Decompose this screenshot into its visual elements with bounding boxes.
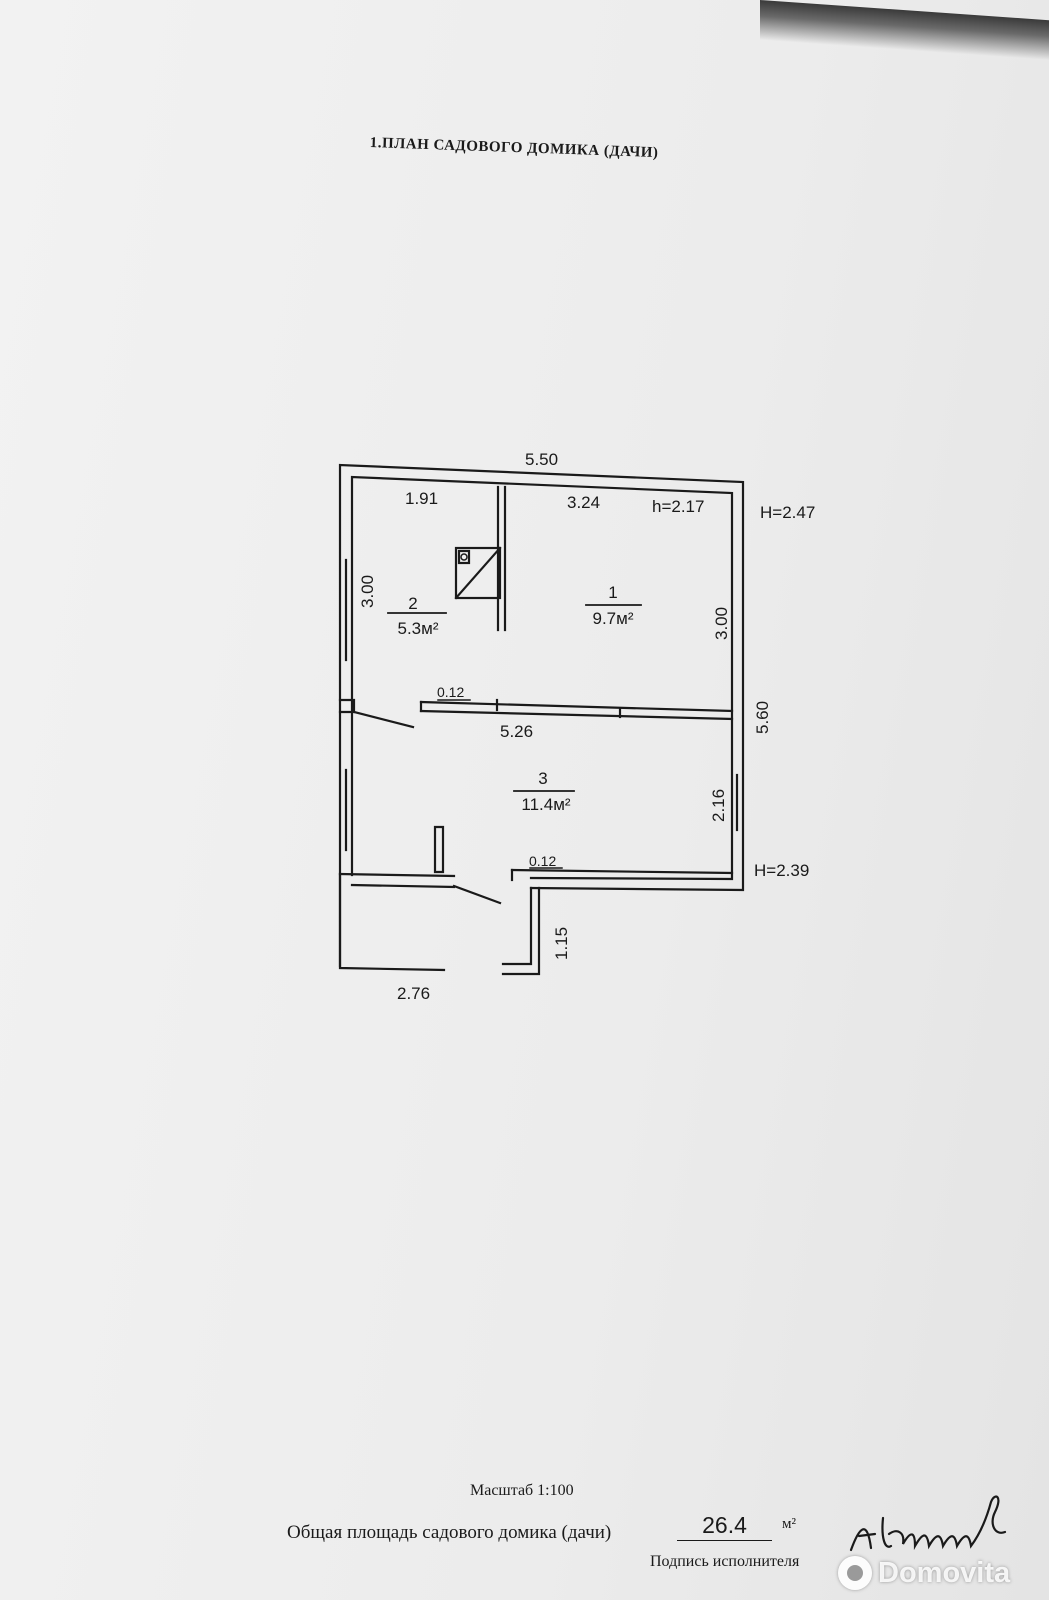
- dim-wall-thickness-mid: 0.12: [437, 684, 464, 700]
- dim-room2-depth: 3.00: [358, 575, 377, 608]
- middle-wall-top: [419, 700, 734, 713]
- dim-wall-thickness-bottom: 0.12: [529, 853, 556, 869]
- dim-overall-width: 5.50: [525, 450, 558, 469]
- dim-room1-depth: 3.00: [712, 607, 731, 640]
- room3-partition: [433, 825, 445, 874]
- room2-number: 2: [408, 594, 417, 613]
- room3-area: 11.4м²: [521, 795, 571, 814]
- room3-number: 3: [538, 769, 547, 788]
- door-swing-porch: [452, 884, 502, 905]
- scale-label: Масштаб 1:100: [470, 1482, 574, 1499]
- dim-room3-depth: 2.16: [709, 789, 728, 822]
- porch-top-wall-inner: [350, 883, 456, 889]
- stove-diagonal: [454, 546, 502, 600]
- watermark-text: Domovita: [878, 1556, 1011, 1589]
- room1-number: 1: [608, 583, 617, 602]
- stove-door: [457, 549, 471, 565]
- outer-wall-inner-line: [350, 475, 734, 881]
- room2-area: 5.3м²: [398, 619, 439, 638]
- outer-wall-outer-line: [338, 463, 745, 968]
- dim-room1-inner-height: h=2.17: [652, 497, 704, 516]
- room1-area: 9.7м²: [593, 609, 634, 628]
- porch-right-wall: [501, 886, 541, 976]
- handwritten-signature: [849, 1495, 1007, 1552]
- total-area-value: 26.4: [677, 1512, 772, 1541]
- total-area-label: Общая площадь садового домика (дачи): [287, 1522, 612, 1543]
- dim-exterior-height-bottom: H=2.39: [754, 861, 809, 880]
- stove-symbol: [454, 546, 502, 600]
- porch-top-wall: [338, 872, 456, 878]
- watermark: Domovita: [838, 1546, 1049, 1600]
- porch-right-wall-inner: [501, 886, 533, 966]
- door-swing-left: [352, 710, 415, 729]
- dim-overall-depth: 5.60: [753, 701, 772, 734]
- dim-room3-width: 5.26: [500, 722, 533, 741]
- signature-label: Подпись исполнителя: [650, 1553, 800, 1570]
- porch-left-wall: [338, 872, 446, 972]
- dim-porch-width: 2.76: [397, 984, 430, 1003]
- watermark-logo-icon: [838, 1556, 872, 1590]
- bottom-wall-top: [510, 868, 734, 875]
- total-area-unit: м²: [782, 1516, 796, 1532]
- dim-porch-depth: 1.15: [552, 927, 571, 960]
- dim-room2-width: 1.91: [405, 489, 438, 508]
- door-jamb-left: [338, 698, 356, 714]
- stove-burner: [460, 553, 468, 561]
- dim-room1-width: 3.24: [567, 493, 600, 512]
- dim-exterior-height-top: H=2.47: [760, 503, 815, 522]
- middle-wall-bottom: [419, 709, 734, 721]
